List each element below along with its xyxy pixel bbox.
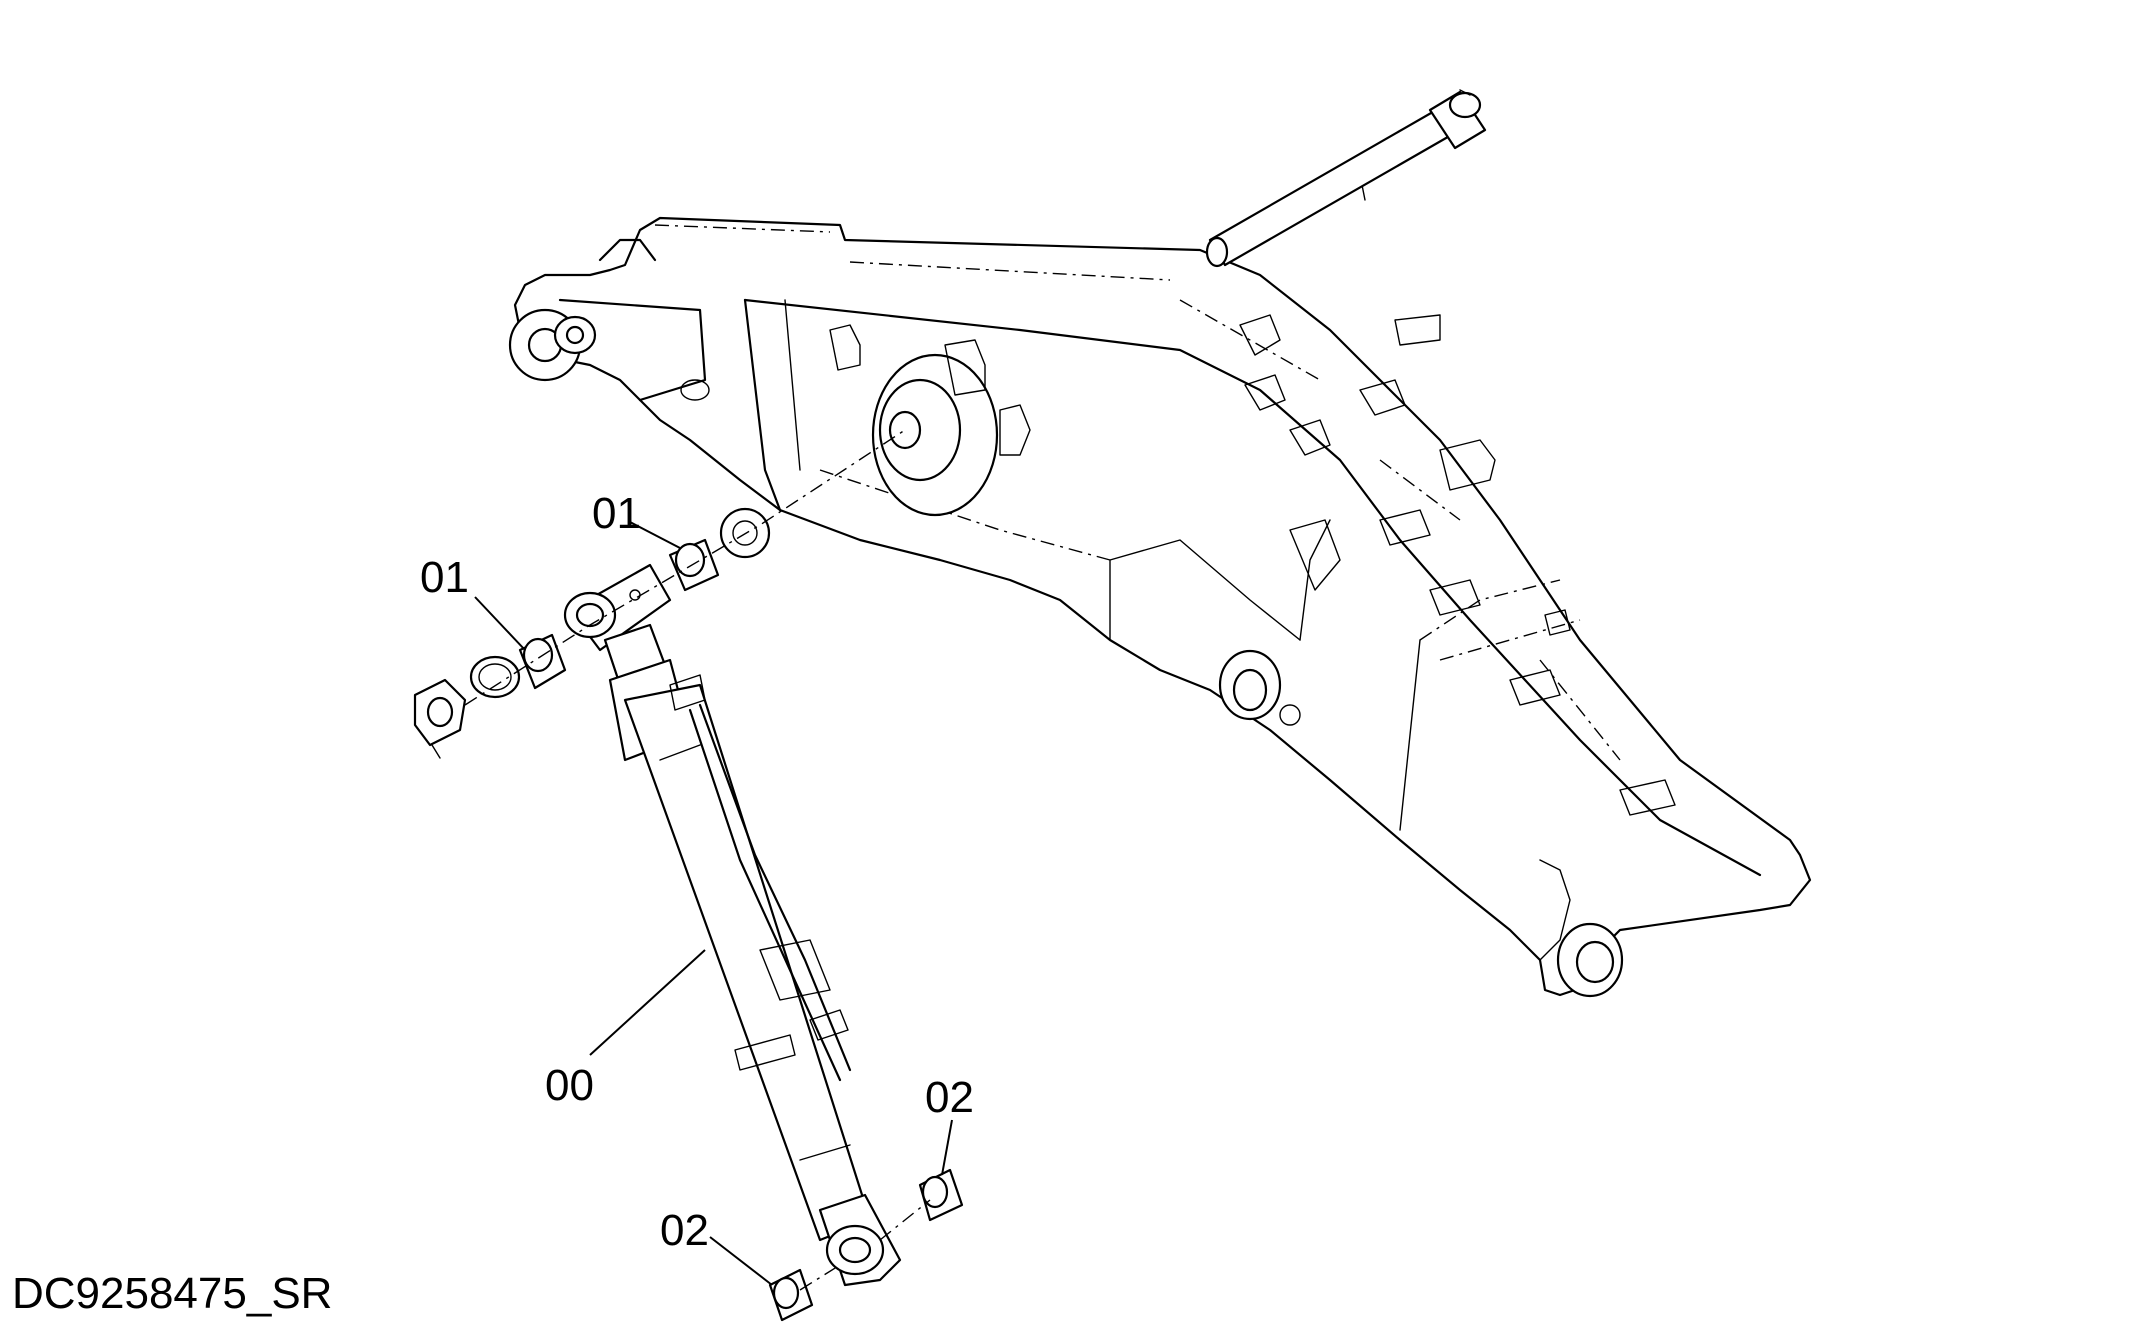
callout-02-right: 02 xyxy=(925,1073,974,1122)
callout-01-right: 01 xyxy=(592,489,641,538)
callout-02-bottom: 02 xyxy=(660,1206,709,1255)
document-id: DC9258475_SR xyxy=(12,1269,333,1318)
leader-line-01-right xyxy=(629,521,681,549)
pivot-pin xyxy=(1205,89,1487,268)
leader-lines xyxy=(474,521,953,1286)
hydraulic-cylinder xyxy=(563,563,902,1287)
boom-arm xyxy=(508,174,1812,998)
callout-01-left: 01 xyxy=(420,553,469,602)
callout-labels: 00 01 01 02 02 xyxy=(420,489,974,1255)
leader-line-00 xyxy=(589,949,706,1056)
exploded-parts xyxy=(413,429,964,1322)
callout-00: 00 xyxy=(545,1061,594,1110)
leader-line-02-right xyxy=(941,1119,953,1176)
leader-line-01-left xyxy=(474,596,526,651)
leader-line-02-bottom xyxy=(709,1236,773,1286)
